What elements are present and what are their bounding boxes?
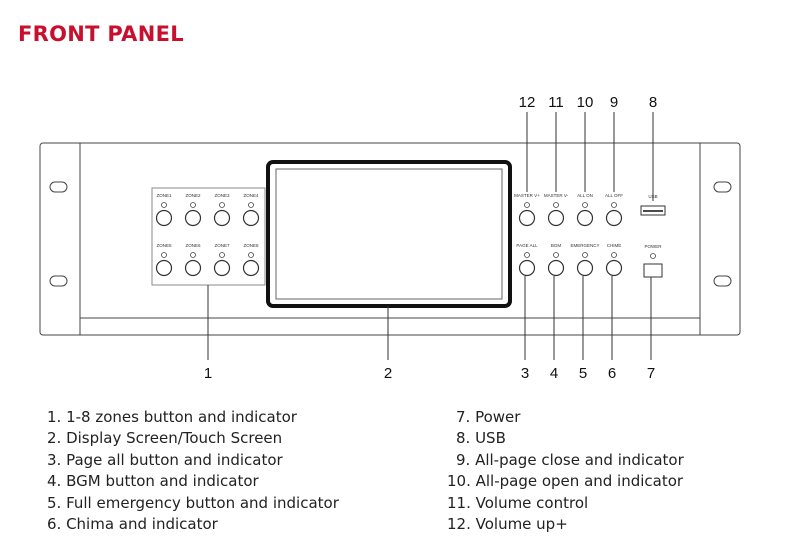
top-control-1-label: MASTER V- [544, 193, 569, 198]
zone-3-indicator [219, 202, 225, 208]
legend-item: 5. Full emergency button and indicator [47, 493, 339, 512]
legend-item: 12. Volume up+ [447, 515, 568, 534]
bottom-control-1-indicator [553, 252, 559, 258]
callout-number: 9 [610, 94, 618, 111]
zone-5-button [155, 259, 173, 277]
callout-number: 6 [608, 365, 616, 382]
zone-7-label: ZONE7 [214, 243, 230, 248]
legend-item: 2. Display Screen/Touch Screen [47, 429, 283, 448]
zone-3-button [213, 209, 231, 227]
zone-8-label: ZONE8 [243, 243, 259, 248]
rack-slot [49, 181, 68, 193]
bottom-control-1-button [547, 259, 565, 277]
rack-slot [713, 275, 732, 287]
zone-3-label: ZONE3 [214, 193, 230, 198]
page-title: FRONT PANEL [18, 22, 184, 46]
zone-8-button [242, 259, 260, 277]
legend-item: 3. Page all button and indicator [47, 450, 283, 469]
top-control-0-indicator [524, 202, 530, 208]
callout-number: 7 [647, 365, 655, 382]
panel-outline [39, 142, 741, 336]
zone-7-indicator [219, 252, 225, 258]
bottom-control-3-label: CHIME [607, 243, 622, 248]
callout-number: 8 [649, 94, 657, 111]
power-label: POWER [644, 244, 662, 249]
zone-4-label: ZONE4 [243, 193, 259, 198]
top-control-0-label: MASTER V+ [514, 193, 540, 198]
zone-8-indicator [248, 252, 254, 258]
legend-right: 7. Power 8. USB 9. All-page close and in… [447, 407, 684, 535]
bottom-control-3-button [605, 259, 623, 277]
callout-number: 2 [384, 365, 392, 382]
zone-6-indicator [190, 252, 196, 258]
top-control-3-button [605, 209, 623, 227]
callout-number: 11 [548, 94, 564, 111]
legend-left: 1. 1-8 zones button and indicator 2. Dis… [47, 407, 339, 535]
callout-number: 12 [519, 94, 536, 111]
bottom-control-0-button [518, 259, 536, 277]
zone-4-button [242, 209, 260, 227]
zone-2-button [184, 209, 202, 227]
bottom-control-3-indicator [611, 252, 617, 258]
legend-item: 6. Chima and indicator [47, 515, 218, 534]
legend-item: 11. Volume control [447, 493, 589, 512]
top-control-1-button [547, 209, 565, 227]
top-control-1-indicator [553, 202, 559, 208]
legend-item: 9. All-page close and indicator [456, 450, 684, 469]
zone-7-button [213, 259, 231, 277]
top-control-3-label: ALL OFF [605, 193, 623, 198]
zone-1-indicator [161, 202, 167, 208]
bottom-control-1-label: BGM [551, 243, 562, 248]
top-control-2-button [576, 209, 594, 227]
bottom-control-2-button [576, 259, 594, 277]
power-button [643, 263, 663, 278]
zone-5-indicator [161, 252, 167, 258]
zone-1-button [155, 209, 173, 227]
top-control-2-indicator [582, 202, 588, 208]
callout-number: 10 [577, 94, 594, 111]
legend-item: 1. 1-8 zones button and indicator [47, 408, 297, 426]
bottom-control-0-label: PAGE ALL [516, 243, 538, 248]
bottom-control-2-indicator [582, 252, 588, 258]
bottom-control-0-indicator [524, 252, 530, 258]
callout-number: 3 [521, 365, 529, 382]
legend-item: 8. USB [456, 429, 506, 448]
zone-4-indicator [248, 202, 254, 208]
top-control-2-label: ALL ON [577, 193, 593, 198]
top-control-0-button [518, 209, 536, 227]
callout-number: 5 [579, 365, 587, 382]
zone-2-indicator [190, 202, 196, 208]
zone-5-label: ZONE5 [156, 243, 172, 248]
legend-item: 10. All-page open and indicator [447, 472, 684, 491]
display-screen [266, 160, 512, 308]
callout-number: 4 [550, 365, 558, 382]
zone-6-button [184, 259, 202, 277]
callout-number: 1 [204, 365, 212, 382]
zone-1-label: ZONE1 [156, 193, 172, 198]
zone-6-label: ZONE6 [185, 243, 201, 248]
legend-item: 7. Power [456, 408, 521, 426]
top-control-3-indicator [611, 202, 617, 208]
legend-item: 4. BGM button and indicator [47, 472, 259, 491]
zone-2-label: ZONE2 [185, 193, 201, 198]
bottom-control-2-label: EMERGENCY [570, 243, 599, 248]
rack-slot [49, 275, 68, 287]
rack-slot [713, 181, 732, 193]
